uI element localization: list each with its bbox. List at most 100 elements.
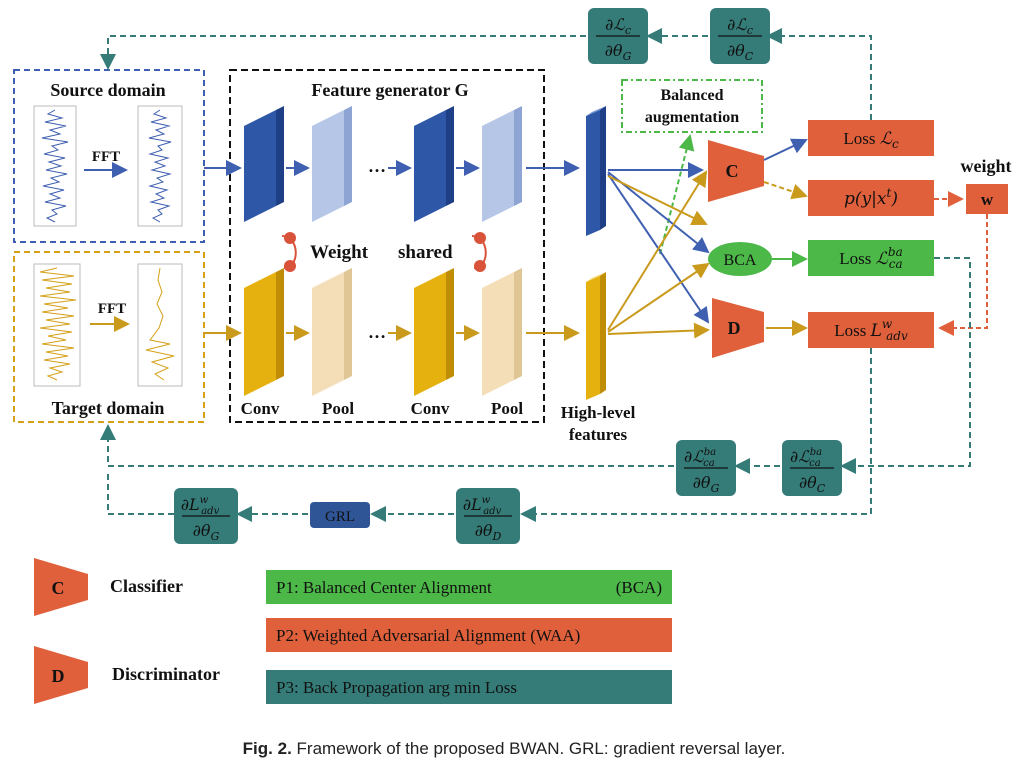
legend-classifier: C Classifier (34, 558, 183, 616)
weight-shared-link-icon-1 (281, 232, 297, 272)
legend-classifier-symbol: C (52, 578, 65, 598)
grl-label: GRL (325, 509, 355, 525)
svg-text:∂θC: ∂θC (727, 41, 754, 63)
source-raw-signal-frame (33, 105, 77, 227)
high-level-label-line2: features (569, 425, 628, 444)
augmentation-arrow (659, 134, 695, 255)
target-raw-signal (39, 267, 77, 381)
legend-p3-text: P3: Back Propagation arg min Loss (276, 678, 517, 697)
source-raw-signal (41, 109, 69, 223)
source-domain-title: Source domain (50, 80, 165, 100)
high-level-label-line1: High-level (561, 403, 636, 422)
source-pool-block-1 (312, 106, 352, 222)
loss-lc-label: Loss ℒc (843, 129, 899, 151)
source-layer-stack: … (244, 106, 522, 222)
weight-label: Weight (310, 242, 369, 263)
balanced-augmentation-box: Balanced augmentation (621, 79, 763, 133)
source-fft-signal-frame (137, 105, 183, 227)
grl-box: GRL (310, 502, 370, 528)
classifier-node-label: C (726, 161, 739, 181)
grad-lc-thetaG: ∂ℒc ∂θG (588, 8, 648, 64)
legend-discriminator: D Discriminator (34, 646, 220, 704)
svg-text:∂θC: ∂θC (799, 473, 826, 495)
source-ellipsis: … (368, 156, 386, 176)
svg-text:∂ℒc: ∂ℒc (727, 15, 753, 37)
bca-node-label: BCA (724, 252, 757, 269)
layer-label-pool-2: Pool (491, 399, 523, 418)
target-ellipsis: … (368, 322, 386, 342)
target-conv-block-1 (244, 268, 284, 396)
discriminator-node[interactable]: D (712, 298, 764, 358)
layer-label-conv-1: Conv (241, 399, 280, 418)
weight-shared-link-icon-2 (471, 232, 487, 272)
weight-box: w (966, 184, 1008, 214)
feature-generator-panel: Feature generator G (229, 69, 545, 423)
legend-p1-text: P1: Balanced Center Alignment (276, 578, 492, 597)
svg-text:∂θD: ∂θD (475, 521, 502, 543)
weight-symbol: w (981, 190, 994, 209)
balanced-aug-line1: Balanced (660, 87, 723, 104)
figure-caption: Fig. 2. Framework of the proposed BWAN. … (243, 739, 786, 758)
target-domain-panel: Target domain FFT (13, 251, 205, 423)
source-pool-block-2 (482, 106, 522, 222)
legend-p2: P2: Weighted Adversarial Alignment (WAA) (266, 618, 672, 652)
legend-p1-abbr: (BCA) (616, 578, 662, 597)
svg-text:∂θG: ∂θG (693, 473, 720, 495)
loss-lc-box: Loss ℒc (808, 120, 934, 156)
target-fft-signal (145, 267, 175, 381)
classifier-to-lc-arrow (763, 138, 808, 161)
backprop-paths (100, 28, 971, 522)
legend-discriminator-text: Discriminator (112, 664, 220, 684)
legend-p2-text: P2: Weighted Adversarial Alignment (WAA) (276, 626, 580, 645)
svg-text:∂θG: ∂θG (193, 521, 220, 543)
weight-heading: weight (961, 156, 1012, 176)
legend-p3: P3: Back Propagation arg min Loss (266, 670, 672, 704)
classifier-to-prob-arrow (763, 181, 808, 200)
target-pool-block-2 (482, 268, 522, 396)
source-conv-block-2 (414, 106, 454, 222)
legend-p1: P1: Balanced Center Alignment (BCA) (266, 570, 672, 604)
feature-to-node-arrows (607, 162, 710, 339)
target-domain-title: Target domain (52, 398, 165, 418)
source-conv-block-1 (244, 106, 284, 222)
target-conv-block-2 (414, 268, 454, 396)
balanced-aug-line2: augmentation (645, 109, 739, 126)
target-high-level-feature (586, 272, 606, 400)
source-fft-label: FFT (92, 149, 120, 165)
layer-label-conv-2: Conv (411, 399, 450, 418)
svg-text:∂θG: ∂θG (605, 41, 632, 63)
bca-node[interactable]: BCA (708, 242, 772, 276)
target-pool-block-1 (312, 268, 352, 396)
prob-label: p(y|xt) (844, 186, 898, 209)
weight-to-ladv-arrow (938, 214, 988, 336)
prob-box: p(y|xt) (808, 180, 934, 216)
shared-label: shared (398, 242, 453, 263)
source-high-level-feature (586, 106, 606, 236)
target-raw-signal-frame (33, 263, 81, 387)
legend-discriminator-symbol: D (52, 666, 65, 686)
layer-label-pool-1: Pool (322, 399, 354, 418)
target-fft-label: FFT (98, 301, 126, 317)
source-fft-signal (148, 109, 172, 223)
source-domain-panel: Source domain FFT (13, 69, 205, 243)
grad-lc-thetaC: ∂ℒc ∂θC (710, 8, 770, 64)
legend-classifier-text: Classifier (110, 576, 183, 596)
classifier-node[interactable]: C (708, 140, 764, 202)
discriminator-node-label: D (728, 318, 741, 338)
feature-generator-title: Feature generator G (311, 80, 468, 100)
target-layer-stack: … (244, 268, 522, 396)
svg-text:∂ℒc: ∂ℒc (605, 15, 631, 37)
